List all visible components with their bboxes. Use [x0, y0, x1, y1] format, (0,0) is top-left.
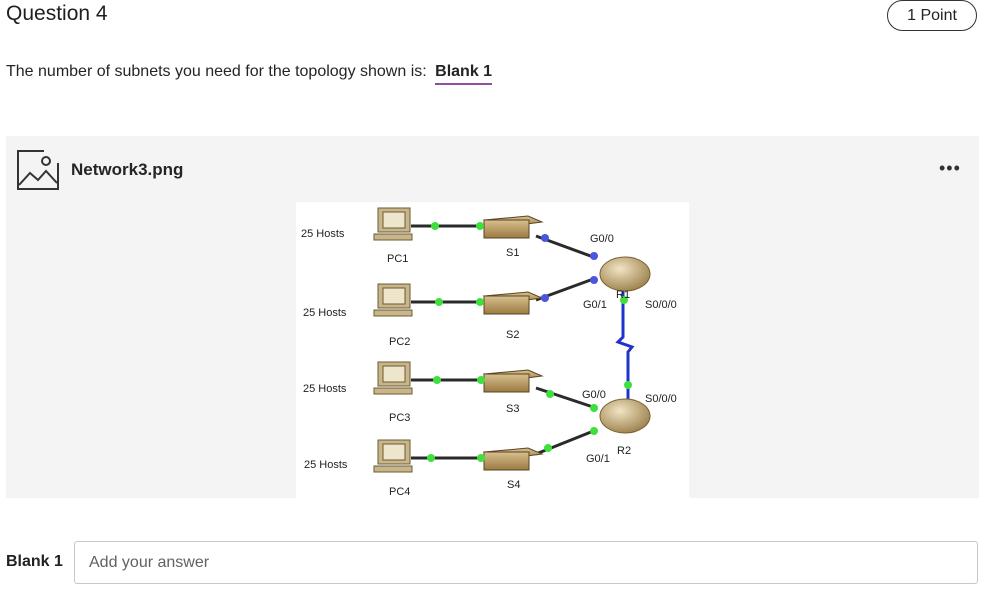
answer-label: Blank 1 [6, 553, 63, 570]
s2-label: S2 [506, 329, 519, 341]
network-topology-image: 25 Hosts 25 Hosts 25 Hosts 25 Hosts PC1 … [296, 202, 689, 498]
serial-link [615, 282, 635, 402]
points-badge: 1 Point [887, 0, 977, 31]
prompt-text: The number of subnets you need for the t… [6, 63, 427, 80]
port-dots [427, 222, 632, 462]
pc3-label: PC3 [389, 412, 410, 424]
hosts-label-4: 25 Hosts [304, 459, 348, 471]
s3-label: S3 [506, 403, 519, 415]
links [411, 224, 597, 460]
r1-g00-label: G0/0 [590, 233, 614, 245]
r1-g01-label: G0/1 [583, 299, 607, 311]
more-options-button[interactable]: ••• [939, 158, 961, 178]
pc-icon [373, 207, 413, 473]
r1-s000-label: S0/0/0 [645, 299, 677, 311]
hosts-label-2: 25 Hosts [303, 307, 347, 319]
r2-g00-label: G0/0 [582, 389, 606, 401]
question-prompt: The number of subnets you need for the t… [6, 63, 493, 85]
attachment-card: Network3.png ••• [6, 136, 979, 498]
pc2-label: PC2 [389, 336, 410, 348]
r1-label: R1 [616, 289, 630, 301]
r2-s000-label: S0/0/0 [645, 393, 677, 405]
attachment-filename[interactable]: Network3.png [71, 160, 184, 179]
hosts-label-1: 25 Hosts [301, 228, 345, 240]
link-s3-r2 [535, 386, 597, 410]
router-icon [599, 256, 651, 434]
r2-g01-label: G0/1 [586, 453, 610, 465]
s4-label: S4 [507, 479, 520, 491]
answer-input[interactable] [74, 541, 978, 584]
s1-label: S1 [506, 247, 519, 259]
question-title: Question 4 [6, 2, 108, 25]
blank-reference[interactable]: Blank 1 [435, 63, 493, 85]
r2-label: R2 [617, 445, 631, 457]
pc1-label: PC1 [387, 253, 408, 265]
switch-icon [482, 215, 544, 471]
pc4-label: PC4 [389, 486, 410, 498]
hosts-label-3: 25 Hosts [303, 383, 347, 395]
image-icon [16, 149, 60, 196]
